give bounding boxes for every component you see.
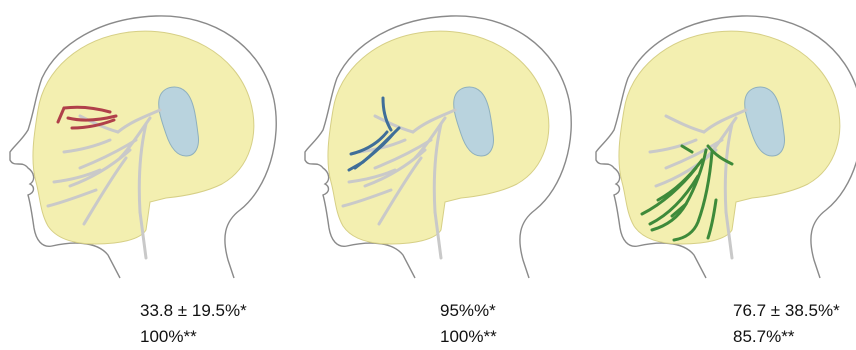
caption: 76.7 ± 38.5%* 85.7%**	[733, 298, 840, 350]
caption: 33.8 ± 19.5%* 100%**	[140, 298, 247, 350]
caption-line-1: 33.8 ± 19.5%*	[140, 298, 247, 324]
caption-line-2: 100%**	[140, 324, 247, 350]
caption-line-2: 85.7%**	[733, 324, 840, 350]
caption-line-1: 76.7 ± 38.5%*	[733, 298, 840, 324]
caption-line-1: 95%%*	[440, 298, 497, 324]
head-illustration	[0, 0, 285, 300]
head-diagram-2: 95%%* 100%**	[295, 0, 580, 349]
head-illustration	[586, 0, 856, 300]
head-illustration	[295, 0, 580, 300]
head-diagram-3: 76.7 ± 38.5%* 85.7%**	[586, 0, 856, 349]
caption-line-2: 100%**	[440, 324, 497, 350]
caption: 95%%* 100%**	[440, 298, 497, 350]
head-diagram-1: 33.8 ± 19.5%* 100%**	[0, 0, 285, 349]
